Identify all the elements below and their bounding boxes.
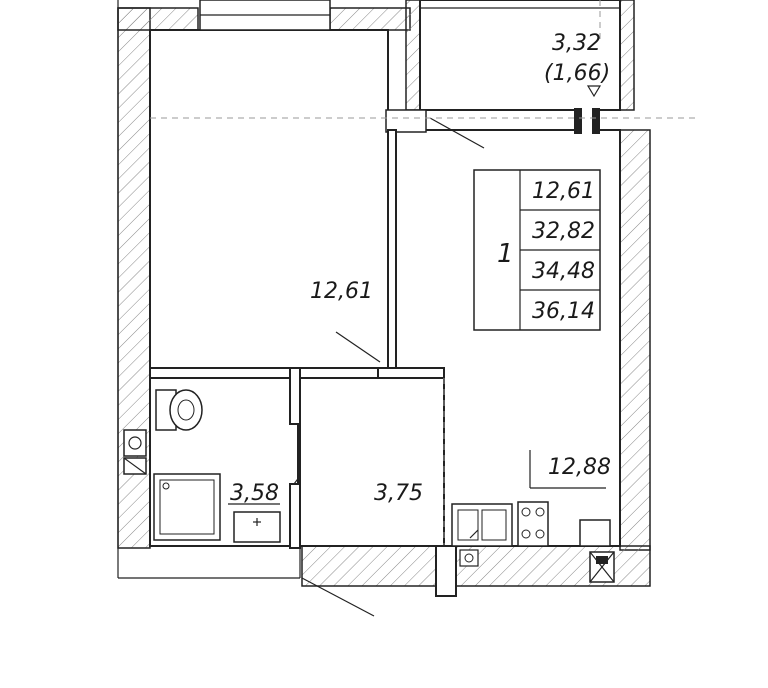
table-area-with-balcony: 36,14 — [532, 299, 595, 324]
hallway-area-label: 3,75 — [374, 481, 423, 506]
balcony-door-swing — [429, 117, 485, 149]
partition-hall-kitchen — [377, 367, 445, 379]
bathroom-top-wall — [149, 367, 301, 379]
partition-living-kitchen — [387, 129, 397, 371]
balcony-area-label: 3,32 — [552, 31, 601, 56]
kitchen-counter — [579, 519, 611, 547]
living-room-leader — [335, 331, 381, 363]
bathroom-area-label: 3,58 — [230, 481, 279, 506]
table-area-total: 34,48 — [532, 259, 595, 284]
balcony-marker-icon — [586, 85, 602, 98]
living-room-area-label: 12,61 — [310, 279, 373, 304]
vent-shaft — [589, 551, 615, 583]
rooms-count-label: 1 — [497, 239, 514, 269]
area-table — [473, 169, 601, 331]
top-mid-wall — [329, 7, 411, 31]
entrance-wall-stub — [435, 545, 457, 597]
balcony-reduced-area-label: (1,66) — [544, 61, 610, 86]
top-left-wall — [117, 7, 199, 31]
bathroom-right-wall-lower — [289, 483, 301, 549]
balcony-door-post-inner — [582, 108, 592, 134]
right-exterior-wall — [619, 129, 651, 551]
living-room — [149, 29, 389, 369]
bathroom-sink-fixture — [233, 511, 281, 543]
bathroom-right-wall-upper — [289, 367, 301, 425]
balcony-left-wall — [405, 0, 421, 111]
balcony-door-jamb — [385, 109, 427, 133]
balcony — [419, 0, 621, 111]
kitchen-sink-fixture — [451, 503, 513, 567]
toilet-fixture — [155, 389, 203, 431]
hallway — [299, 377, 445, 547]
stove-fixture — [517, 501, 549, 547]
shower-tray-fixture — [153, 473, 221, 541]
kitchen-area-label: 12,88 — [548, 455, 611, 480]
entrance-door-swing — [301, 577, 375, 617]
table-area-living-total: 32,82 — [532, 219, 595, 244]
table-area-living: 12,61 — [532, 179, 595, 204]
balcony-right-wall — [619, 0, 635, 111]
utility-boxes — [123, 429, 147, 475]
